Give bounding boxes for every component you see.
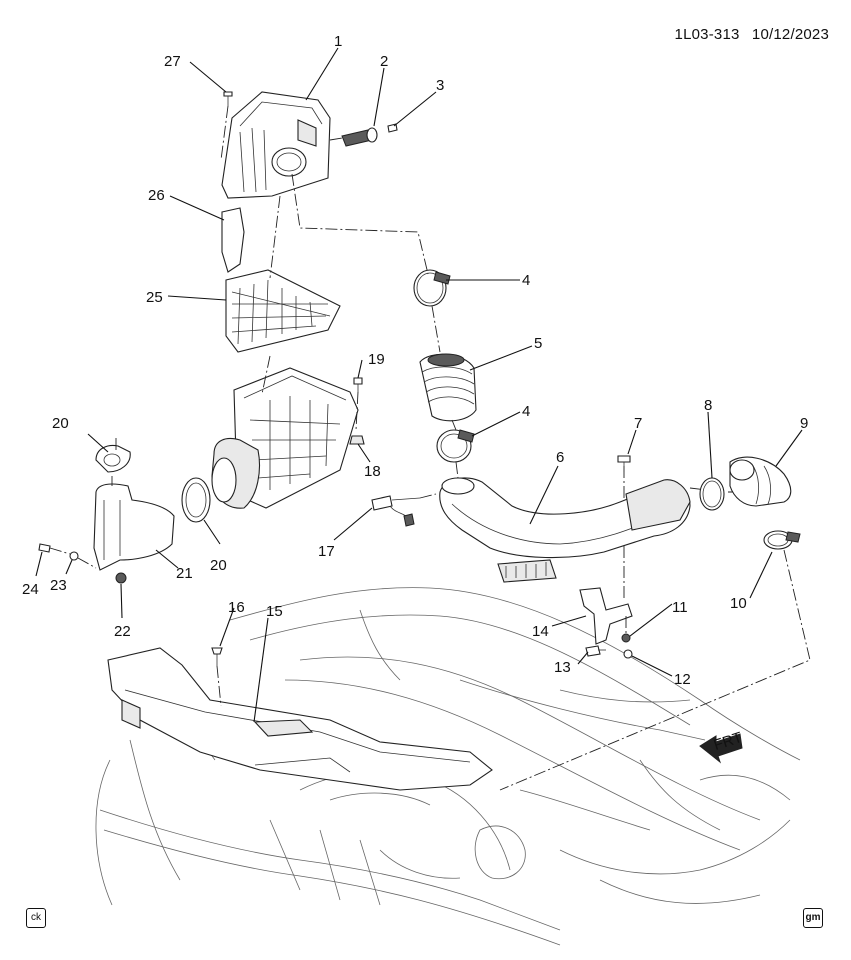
callout-21: 21: [176, 565, 193, 582]
callout-16: 16: [228, 599, 245, 616]
ck-badge: ck: [26, 908, 46, 928]
callout-3: 3: [436, 77, 444, 94]
callout-10: 10: [730, 595, 747, 612]
lower-air-cleaner-housing: [211, 367, 359, 509]
diagram-header: 1L03-313 10/12/2023: [675, 26, 829, 43]
callout-27: 27: [164, 53, 181, 70]
callout-13: 13: [554, 659, 571, 676]
callout-4-lower: 4: [522, 403, 530, 420]
vehicle-front-structure: [95, 587, 801, 946]
callout-7: 7: [634, 415, 642, 432]
part-10-clamp: [763, 530, 801, 550]
part-7-bolt: [617, 455, 631, 472]
callout-18: 18: [364, 463, 381, 480]
callout-26: 26: [148, 187, 165, 204]
diagram-date: 10/12/2023: [751, 26, 829, 43]
callout-15: 15: [266, 603, 283, 620]
part-25-air-filter: [225, 269, 341, 353]
part-18-grommet: [349, 435, 365, 445]
part-20-seal-upper: [95, 438, 131, 473]
part-23-washer: [69, 551, 79, 561]
front-direction-label: FRT: [712, 729, 745, 754]
callout-6: 6: [556, 449, 564, 466]
callout-12: 12: [674, 671, 691, 688]
callout-22: 22: [114, 623, 131, 640]
callout-9: 9: [800, 415, 808, 432]
part-16-push-pin: [211, 647, 223, 707]
callout-11: 11: [672, 599, 688, 616]
callout-20-lower: 20: [210, 557, 227, 574]
part-22-nut: [115, 572, 127, 584]
callout-23: 23: [50, 577, 67, 594]
diagram-code: 1L03-313: [674, 26, 740, 43]
callout-4-upper: 4: [522, 272, 530, 289]
callout-17: 17: [318, 543, 335, 560]
part-27-bolt: [220, 91, 233, 161]
part-19-screw: [353, 377, 363, 392]
part-2-mass-airflow-sensor: [341, 127, 378, 147]
part-11-nut: [621, 633, 631, 643]
callout-25: 25: [146, 289, 163, 306]
part-20-seal-lower: [181, 477, 211, 523]
part-1-air-cleaner-cover: [221, 91, 331, 199]
part-4-clamp-upper: [413, 269, 451, 307]
callout-8: 8: [704, 397, 712, 414]
part-26-seal: [221, 207, 245, 273]
callout-labels: 1 2 3 4 5 4 6 7 8 9 10 11 12 13 14 15 16…: [22, 33, 808, 688]
leader-lines: [35, 47, 803, 723]
callout-19: 19: [368, 351, 385, 368]
callout-14: 14: [532, 623, 549, 640]
part-6-air-intake-duct: [439, 477, 691, 583]
front-direction-arrow: FRT: [699, 729, 745, 764]
part-15-air-baffle: [107, 647, 493, 791]
part-12-washer: [623, 649, 633, 659]
part-8-clamp: [699, 477, 725, 511]
callout-1: 1: [334, 33, 342, 50]
part-14-bracket: [579, 587, 633, 645]
part-9-elbow-duct: [729, 456, 792, 507]
part-17-sensor-harness: [371, 495, 421, 527]
gm-logo-badge: gm: [803, 908, 823, 928]
part-5-coupler: [419, 353, 477, 422]
callout-20-upper: 20: [52, 415, 69, 432]
callout-5: 5: [534, 335, 542, 352]
callout-2: 2: [380, 53, 388, 70]
callout-24: 24: [22, 581, 39, 598]
part-24-bolt: [38, 543, 97, 569]
part-21-air-inlet-duct: [93, 476, 175, 571]
part-4-clamp-lower: [436, 429, 475, 463]
part-13-bolt: [585, 645, 606, 657]
